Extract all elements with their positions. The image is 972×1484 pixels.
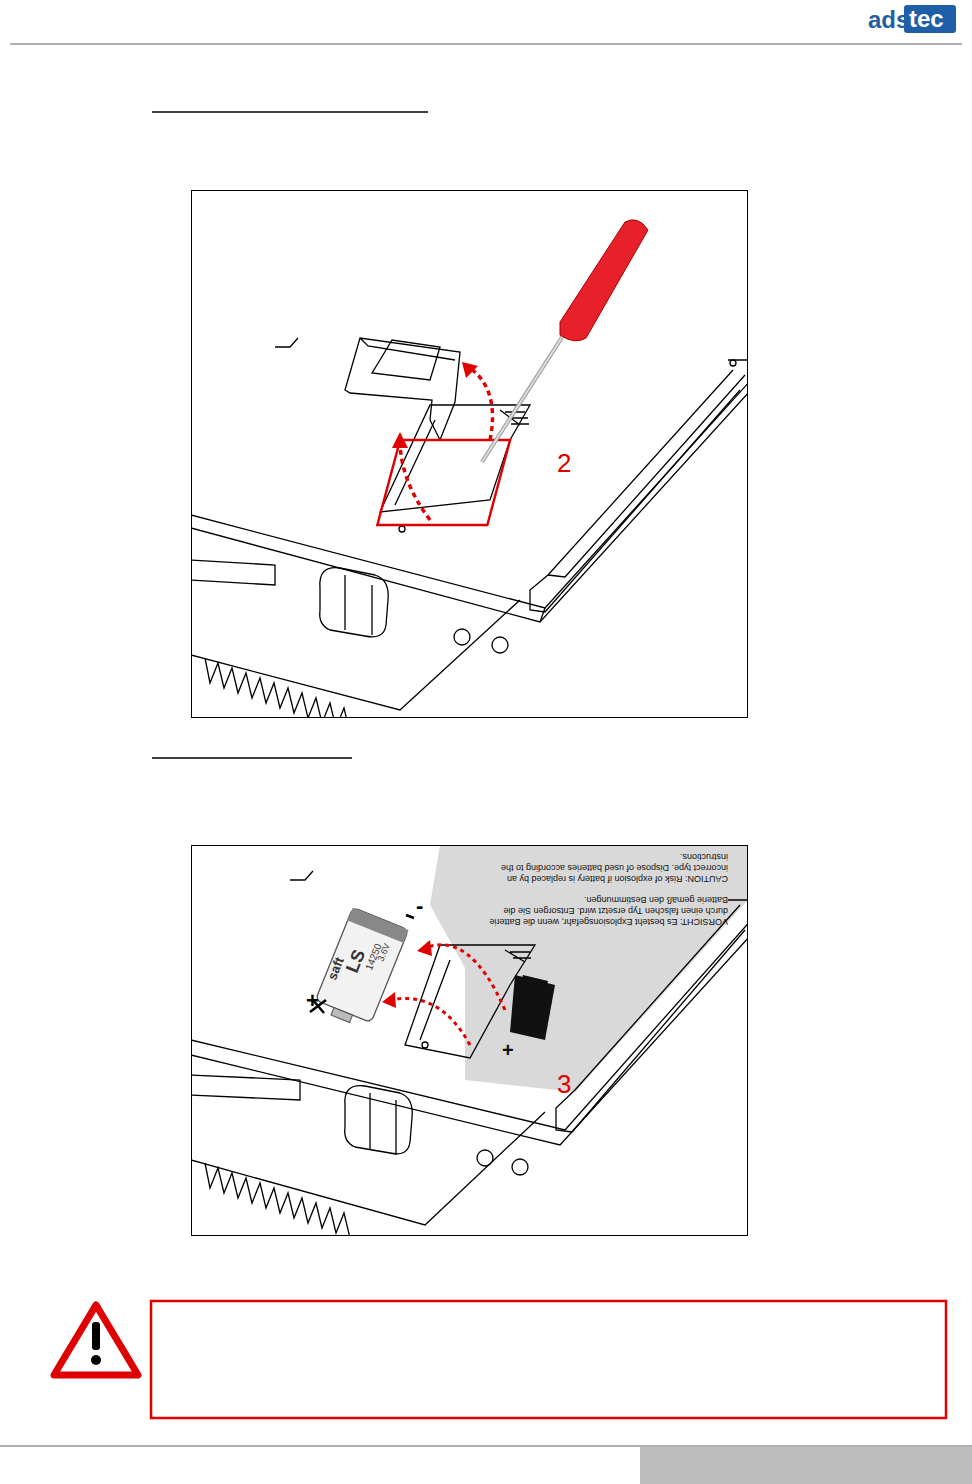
logo-text: ads bbox=[868, 8, 909, 32]
callout-number: 3 bbox=[557, 1071, 571, 1097]
polarity-mark: - bbox=[416, 895, 423, 917]
polarity-mark: - bbox=[519, 988, 526, 1008]
callout-number: 2 bbox=[557, 450, 571, 476]
polarity-mark: + bbox=[502, 1040, 514, 1060]
logo-text: tec bbox=[909, 7, 944, 31]
polarity-mark: + bbox=[306, 990, 319, 1012]
warning-label-text: VORSICHT: Es besteht Explosionsgefahr, w… bbox=[478, 895, 728, 927]
warning-label-text: CAUTION: Risk of explosion if battery is… bbox=[478, 852, 728, 884]
